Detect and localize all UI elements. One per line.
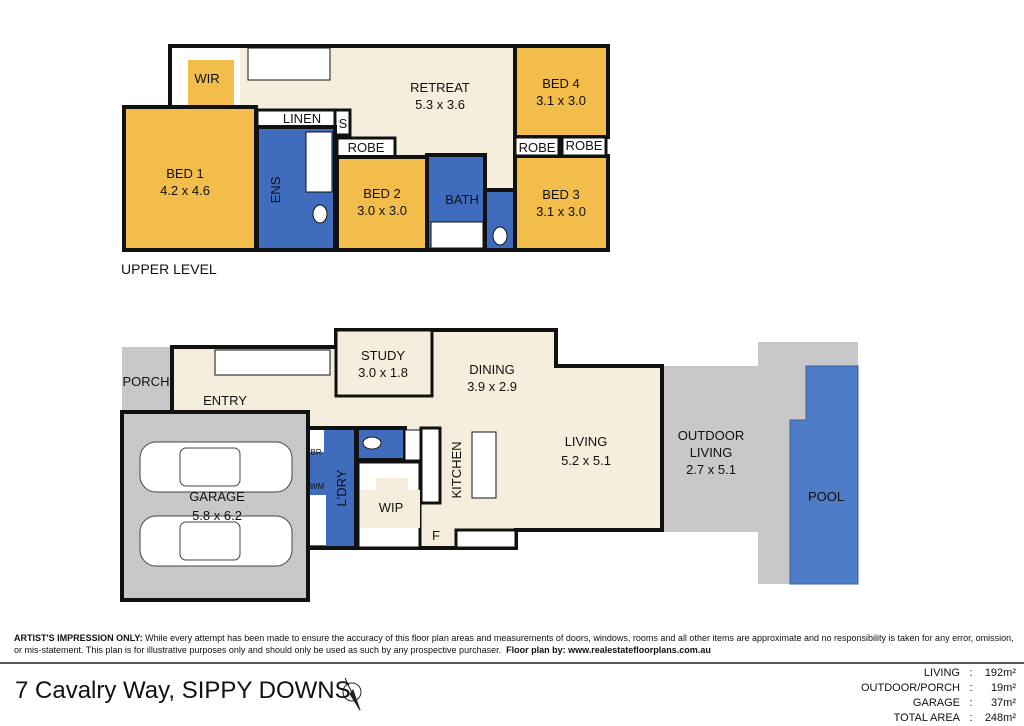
area-label: GARAGE [912, 697, 960, 709]
wm-label: WM [310, 482, 325, 491]
bed4-room [513, 44, 610, 139]
ensuite-shower [305, 131, 333, 193]
bed1-size: 4.2 x 4.6 [160, 183, 210, 198]
porch-label: PORCH [123, 374, 170, 389]
area-row: GARAGE:37m² [912, 697, 1016, 709]
retreat-label: RETREAT [410, 80, 470, 95]
wir-room [188, 60, 234, 108]
robe-bed4-label: ROBE [566, 138, 603, 153]
toilet-icon [492, 226, 508, 246]
stairs-lower [214, 349, 331, 376]
car-icon [139, 441, 293, 567]
lower-labels: PORCH ENTRY STUDY 3.0 x 1.8 DINING 3.9 x… [123, 348, 845, 543]
area-row: OUTDOOR/PORCH:19m² [861, 682, 1016, 694]
entry-label: ENTRY [203, 393, 247, 408]
robe-bed3 [513, 135, 561, 158]
bed2-room [335, 155, 429, 252]
north-arrow-icon [342, 677, 362, 711]
divider [0, 662, 1024, 664]
bed2-label: BED 2 [363, 186, 401, 201]
area-row: TOTAL AREA:248m² [893, 712, 1016, 724]
pool-label: POOL [808, 489, 844, 504]
outdoor-label-1: OUTDOOR [678, 428, 744, 443]
area-value: 248m² [984, 712, 1016, 724]
robe-bed3-label: ROBE [519, 140, 556, 155]
study-size: 3.0 x 1.8 [358, 365, 408, 380]
s-cupboard [333, 108, 352, 137]
upper-labels: WIR BED 1 4.2 x 4.6 RETREAT 5.3 x 3.6 BE… [160, 71, 603, 219]
area-value: 37m² [990, 697, 1016, 709]
garage-size: 5.8 x 6.2 [192, 508, 242, 523]
disclaimer: ARTIST'S IMPRESSION ONLY: While every at… [14, 632, 1014, 656]
bed1-label: BED 1 [166, 166, 204, 181]
bed2-size: 3.0 x 3.0 [357, 203, 407, 218]
area-value: 192m² [984, 667, 1016, 679]
kitchen-label: KITCHEN [449, 441, 464, 498]
floor-plan-credit[interactable]: Floor plan by: www.realestatefloorplans.… [506, 645, 711, 655]
sink-bench [454, 528, 518, 550]
bed3-label: BED 3 [542, 187, 580, 202]
area-summary: LIVING:192m² OUTDOOR/PORCH:19m² GARAGE:3… [861, 666, 1016, 726]
robe-bed2-label: ROBE [348, 140, 385, 155]
study-label: STUDY [361, 348, 405, 363]
toilet-icon [362, 436, 382, 450]
upper-level-label: UPPER LEVEL [121, 261, 217, 277]
area-label: OUTDOOR/PORCH [861, 682, 960, 694]
garage-label: GARAGE [189, 489, 245, 504]
robe-bed4 [560, 135, 608, 158]
upper-level [122, 44, 610, 252]
laundry-label: L'DRY [334, 469, 349, 506]
living-label: LIVING [565, 434, 608, 449]
fridge-label: F [432, 528, 440, 543]
disclaimer-body: While every attempt has been made to ens… [14, 633, 1014, 655]
area-value: 19m² [990, 682, 1016, 694]
ens-label: ENS [268, 176, 283, 203]
bed4-size: 3.1 x 3.0 [536, 93, 586, 108]
s-label: S [339, 116, 348, 131]
outdoor-size: 2.7 x 5.1 [686, 462, 736, 477]
area-row: LIVING:192m² [923, 667, 1016, 679]
lower-level [120, 328, 859, 602]
br-label: BR [310, 448, 321, 457]
wir-label: WIR [194, 71, 219, 86]
linen-label: LINEN [283, 111, 321, 126]
property-address: 7 Cavalry Way, SIPPY DOWNS [15, 677, 351, 704]
porch [122, 347, 172, 412]
kitchen-island [471, 431, 497, 499]
pool [789, 365, 859, 585]
garage [120, 410, 310, 602]
disclaimer-lead: ARTIST'S IMPRESSION ONLY: [14, 633, 143, 643]
toilet-icon [312, 204, 328, 224]
living-size: 5.2 x 5.1 [561, 453, 611, 468]
area-label: TOTAL AREA [893, 712, 960, 724]
outdoor-living [662, 366, 758, 532]
cooktop-bench [419, 426, 442, 505]
bed3-room [513, 154, 610, 252]
wip-label: WIP [379, 500, 404, 515]
stairs-upper [247, 47, 331, 81]
dining-size: 3.9 x 2.9 [467, 379, 517, 394]
bed3-size: 3.1 x 3.0 [536, 204, 586, 219]
dining-label: DINING [469, 362, 515, 377]
study-room [334, 328, 434, 398]
area-label: LIVING [923, 667, 960, 679]
bathtub [430, 221, 484, 249]
retreat-size: 5.3 x 3.6 [415, 97, 465, 112]
bath-label: BATH [445, 192, 479, 207]
bed4-label: BED 4 [542, 76, 580, 91]
outdoor-label-2: LIVING [690, 445, 733, 460]
